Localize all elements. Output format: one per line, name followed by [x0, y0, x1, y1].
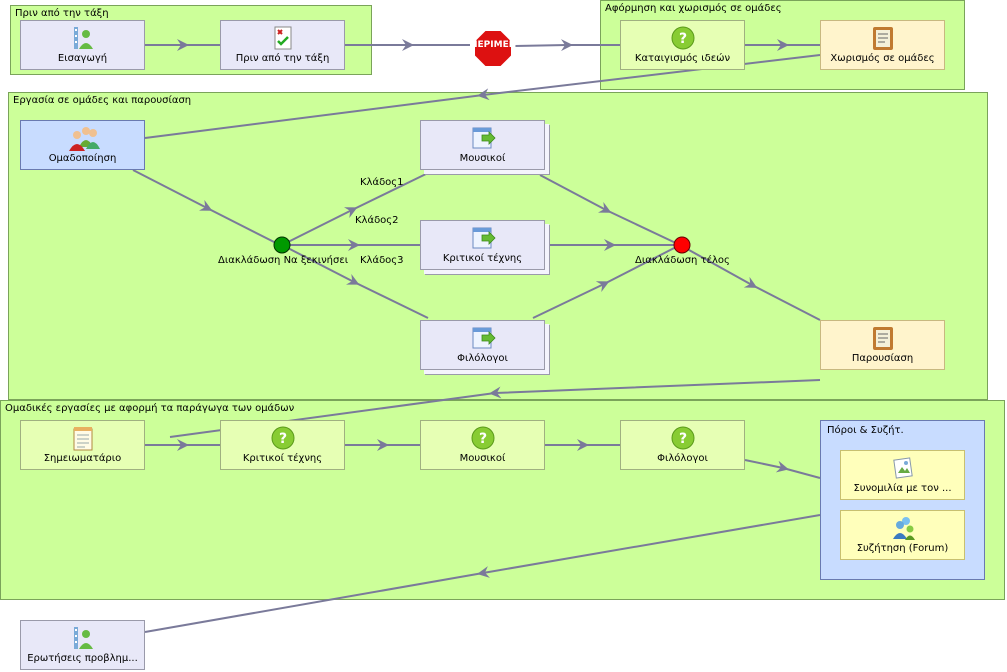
activity-label: Συζήτηση (Forum): [856, 543, 949, 554]
activity-musicians-team[interactable]: ? Μουσικοί: [420, 420, 545, 470]
branch-label-3: Κλάδος3: [360, 255, 404, 266]
edge: [281, 244, 429, 319]
activity-label: Ομαδοποίηση: [48, 153, 117, 164]
group-title: Πόροι & Συζήτ.: [827, 425, 904, 436]
group-title: Πριν από την τάξη: [15, 8, 109, 19]
edge: [132, 169, 281, 246]
branch-start-node: [273, 236, 291, 254]
edge: [539, 174, 681, 246]
activity-philologists-branch[interactable]: Φιλόλογοι: [420, 320, 545, 370]
svg-text:?: ?: [678, 31, 686, 47]
activity-questions[interactable]: Ερωτήσεις προβλημ...: [20, 620, 145, 670]
activity-brainstorm[interactable]: ? Καταιγισμός ιδεών: [620, 20, 745, 70]
activity-philologists-team[interactable]: ? Φιλόλογοι: [620, 420, 745, 470]
notepad-icon: [73, 427, 92, 451]
question-icon: ?: [271, 426, 294, 450]
activity-presentation[interactable]: Παρουσίαση: [820, 320, 945, 370]
activity-before-class[interactable]: Πριν από την τάξη: [220, 20, 345, 70]
branch-start-label: Διακλάδωση Να ξεκινήσει: [218, 255, 349, 266]
activity-musicians-branch[interactable]: Μουσικοί: [420, 120, 545, 170]
activity-label: Καταιγισμός ιδεών: [634, 53, 731, 64]
activity-label: Μουσικοί: [459, 153, 506, 164]
activity-label: Φιλόλογοι: [657, 453, 708, 464]
group-title: Αφόρμηση και χωρισμός σε ομάδες: [605, 3, 782, 14]
clipboard-icon: [872, 27, 893, 50]
activity-critics-team[interactable]: ? Κριτικοί τέχνης: [220, 420, 345, 470]
activity-label: Φιλόλογοι: [457, 353, 508, 364]
user-list-icon: [73, 27, 93, 49]
branch-end-label: Διακλάδωση τέλος: [635, 255, 730, 266]
group-title: Ομαδικές εργασίες με αφορμή τα παράγωγα …: [5, 403, 295, 414]
activity-chat[interactable]: Συνομιλία με τον ...: [840, 450, 965, 500]
activity-notebook[interactable]: Σημειωματάριο: [20, 420, 145, 470]
activity-label: Κριτικοί τέχνης: [442, 253, 523, 264]
user-list-icon: [73, 627, 93, 649]
activity-label: Συνομιλία με τον ...: [853, 483, 952, 494]
sheet-arrow-icon: [472, 227, 496, 249]
activity-label: Κριτικοί τέχνης: [242, 453, 323, 464]
activity-label: Πριν από την τάξη: [235, 53, 330, 64]
edge: [744, 459, 821, 479]
question-icon: ?: [671, 426, 694, 450]
sheet-arrow-icon: [472, 127, 496, 149]
activity-label: Μουσικοί: [459, 453, 506, 464]
edge: [281, 172, 429, 246]
activity-label: Εισαγωγή: [57, 53, 108, 64]
activity-split[interactable]: Χωρισμός σε ομάδες: [820, 20, 945, 70]
branch-label-2: Κλάδος2: [355, 215, 399, 226]
activity-grouping[interactable]: Ομαδοποίηση: [20, 120, 145, 170]
edge: [144, 514, 821, 633]
activity-intro[interactable]: Εισαγωγή: [20, 20, 145, 70]
sheet-arrow-icon: [472, 327, 496, 349]
question-icon: ?: [671, 26, 694, 50]
svg-text:?: ?: [478, 431, 486, 447]
activity-label: Παρουσίαση: [851, 353, 914, 364]
activity-label: Ερωτήσεις προβλημ...: [27, 653, 138, 664]
stop-sign-icon: [473, 29, 513, 68]
edge: [679, 244, 821, 321]
forum-users-icon: [892, 517, 915, 540]
group-title: Εργασία σε ομάδες και παρουσίαση: [13, 95, 192, 106]
activity-label: Χωρισμός σε ομάδες: [830, 53, 935, 64]
edge: [514, 39, 620, 52]
question-icon: ?: [471, 426, 494, 450]
activity-label: Σημειωματάριο: [43, 453, 122, 464]
edge: [532, 244, 681, 319]
document-check-icon: [274, 26, 291, 50]
clipboard-icon: [872, 327, 893, 350]
svg-text:?: ?: [678, 431, 686, 447]
svg-text:?: ?: [278, 431, 286, 447]
branch-end-node: [673, 236, 691, 254]
activity-critics-branch[interactable]: Κριτικοί τέχνης: [420, 220, 545, 270]
chat-image-icon: [892, 457, 913, 479]
people-group-icon: [68, 127, 100, 151]
activity-forum[interactable]: Συζήτηση (Forum): [840, 510, 965, 560]
branch-label-1: Κλάδος1: [360, 177, 404, 188]
